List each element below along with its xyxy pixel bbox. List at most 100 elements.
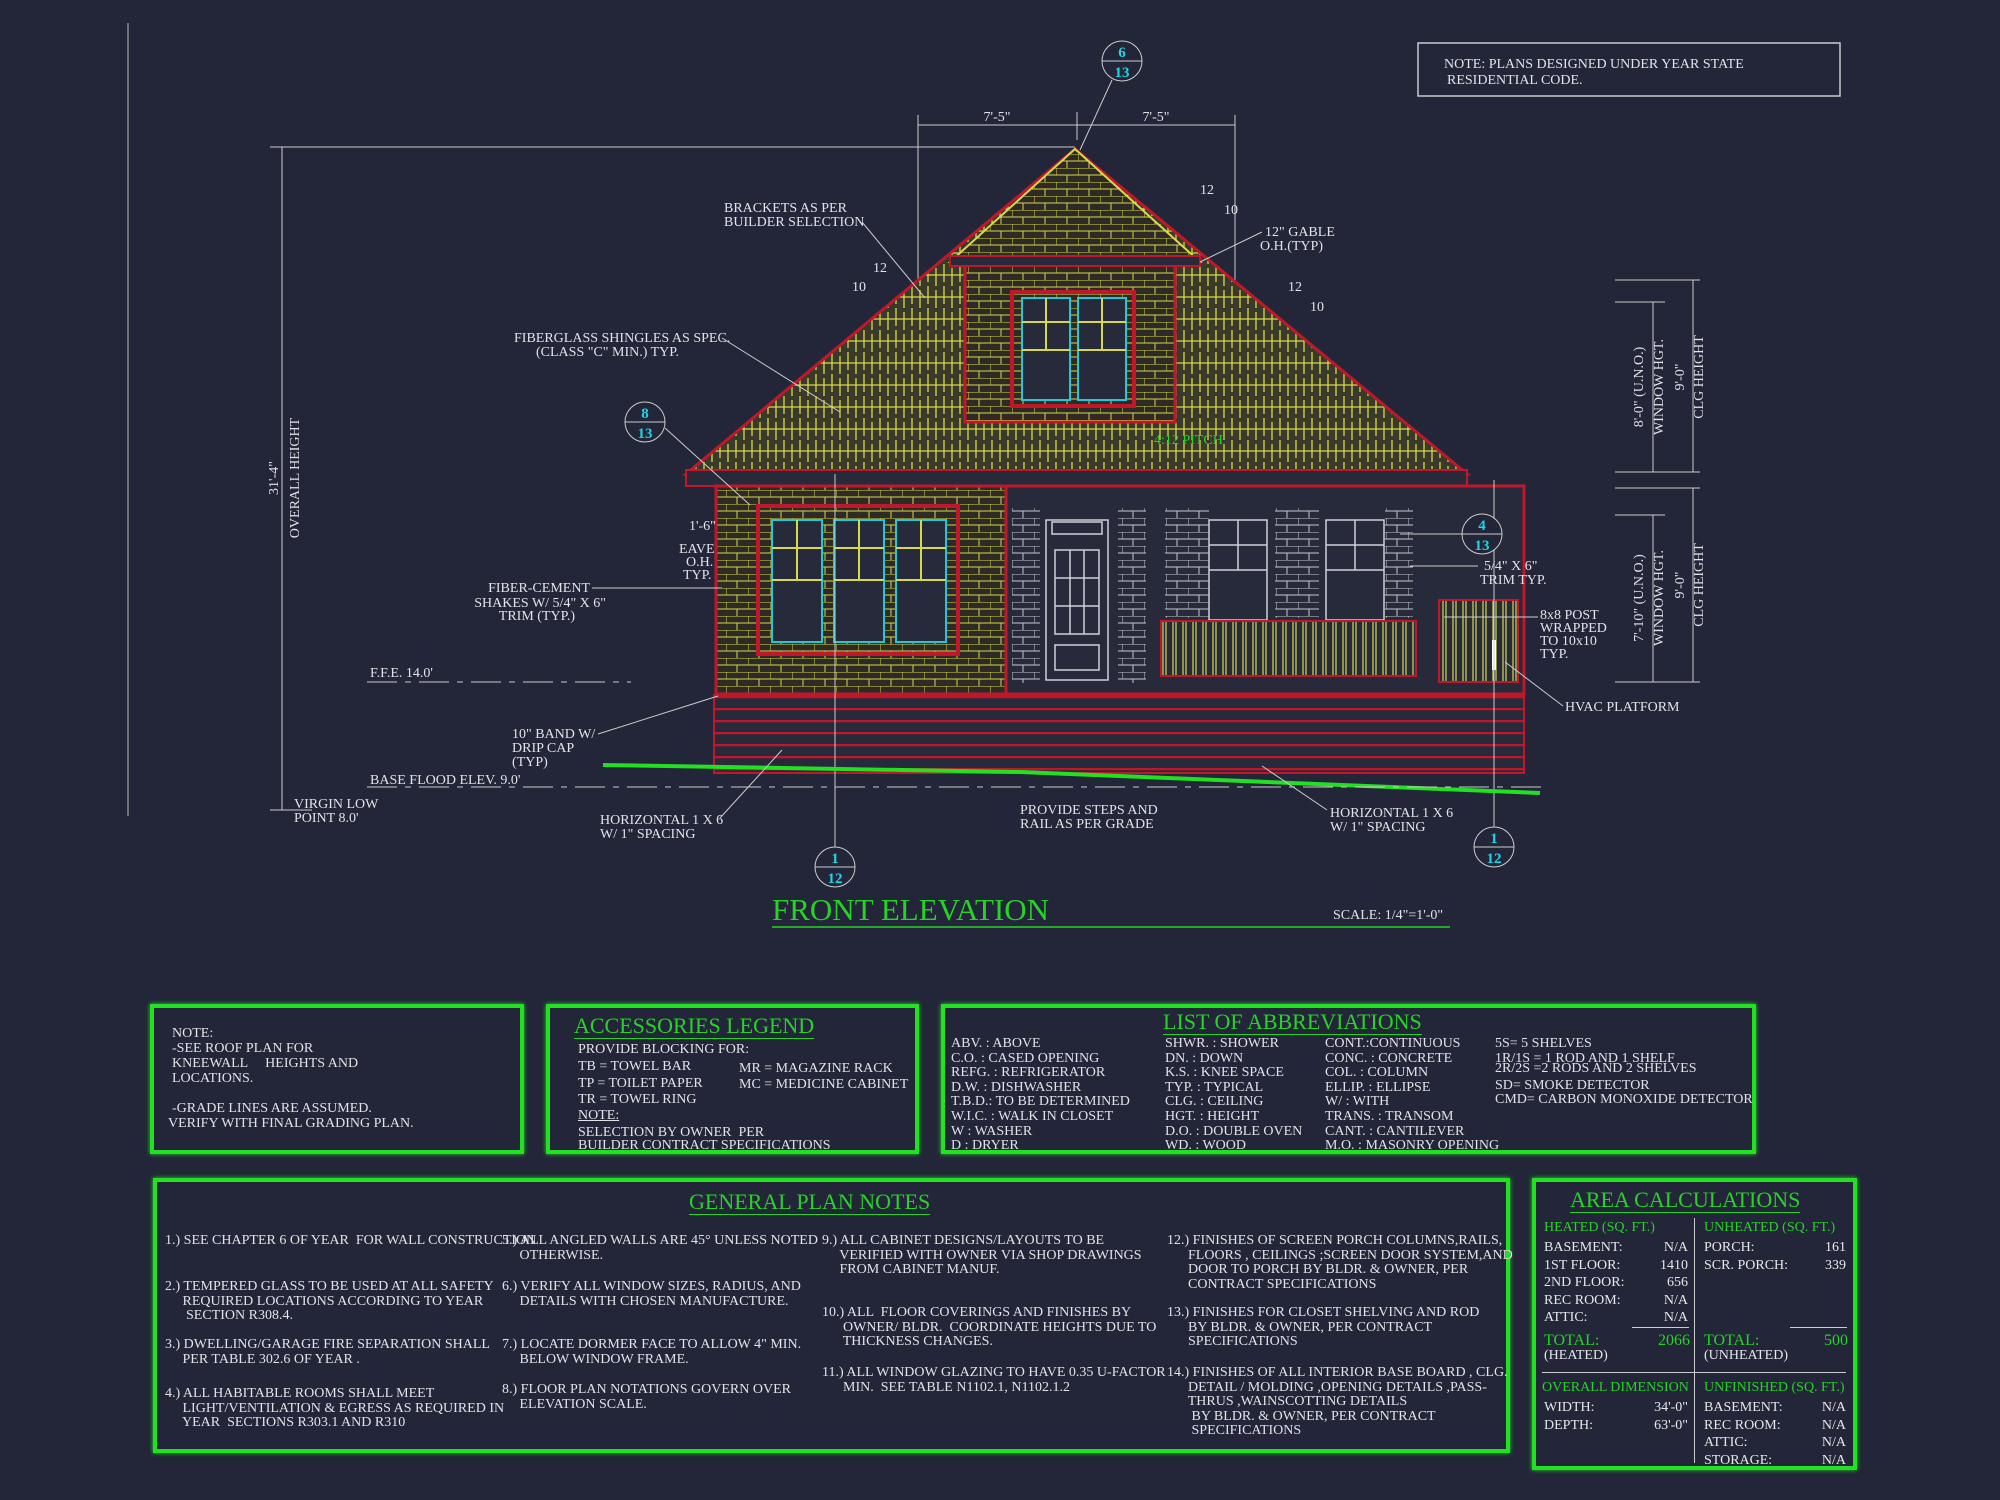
unfinished-value: N/A [1821,1435,1846,1450]
general-note-line: 9.) ALL CABINET DESIGNS/LAYOUTS TO BE [822,1233,1105,1248]
svg-text:HORIZONTAL 1 X 6: HORIZONTAL 1 X 6 [1330,806,1453,821]
svg-text:TRIM (TYP.): TRIM (TYP.) [499,609,576,624]
general-note-line: MIN. SEE TABLE N1102.1, N1102.1.2 [822,1379,1071,1395]
unheated-value: 161 [1825,1240,1846,1255]
svg-text:1: 1 [831,851,839,867]
section-bubble-4-13[interactable]: 4 13 [1400,513,1503,555]
general-note-item: 5.) ALL ANGLED WALLS ARE 45° UNLESS NOTE… [502,1233,818,1263]
unheated-total-label: TOTAL: [1704,1332,1760,1349]
general-notes-title: GENERAL PLAN NOTES [689,1189,931,1215]
dimension-title: OVERALL DIMENSION [1542,1380,1689,1395]
general-note-item: 12.) FINISHES OF SCREEN PORCH COLUMNS,RA… [1167,1233,1513,1292]
porch-column [1118,508,1146,683]
general-note-item: 8.) FLOOR PLAN NOTATIONS GOVERN OVER ELE… [502,1382,791,1412]
front-door [1045,519,1109,681]
section-bubble-1-12-left[interactable]: 1 12 [814,846,856,888]
abbreviation-item: CLG. : CEILING [1165,1094,1264,1110]
unfinished-label: BASEMENT: [1704,1400,1783,1415]
hvac-platform [1438,599,1519,683]
porch-railing [1160,620,1417,677]
heated-value: N/A [1663,1310,1688,1325]
general-note-item: 7.) LOCATE DORMER FACE TO ALLOW 4" MIN. … [502,1337,801,1367]
svg-text:PROVIDE STEPS AND: PROVIDE STEPS AND [1020,803,1158,818]
svg-text:NOTE: PLANS DESIGNED UNDER YEA: NOTE: PLANS DESIGNED UNDER YEAR STATE [1444,57,1744,72]
general-note-item: 4.) ALL HABITABLE ROOMS SHALL MEET LIGHT… [165,1386,504,1431]
abbreviation-item: REFG. : REFRIGERATOR [951,1065,1106,1081]
dimension-label: WIDTH: [1544,1400,1595,1415]
eave-fascia [685,469,1468,487]
general-note-line: 13.) FINISHES FOR CLOSET SHELVING AND RO… [1167,1305,1480,1320]
section-bubble-6-13[interactable]: 6 13 [1079,40,1143,151]
abbreviation-item: D.O. : DOUBLE OVEN [1165,1123,1303,1139]
section-bubble-8-13[interactable]: 8 13 [624,401,751,506]
abbreviation-item: DN. : DOWN [1165,1050,1244,1066]
heated-value: N/A [1663,1240,1688,1255]
accessories-intro: PROVIDE BLOCKING FOR: [578,1042,750,1057]
drawing-title: FRONT ELEVATION [772,892,1049,927]
general-note-item: 3.) DWELLING/GARAGE FIRE SEPARATION SHAL… [165,1337,490,1367]
general-note-line: OTHERWISE. [502,1247,604,1263]
svg-text:CLG HEIGHT: CLG HEIGHT [1692,543,1707,627]
front-windows [756,504,960,656]
svg-text:7'-5": 7'-5" [984,110,1011,125]
svg-text:RAIL AS PER GRADE: RAIL AS PER GRADE [1020,817,1154,832]
svg-text:WINDOW HGT.: WINDOW HGT. [1652,339,1667,435]
general-notes-panel: GENERAL PLAN NOTES 1.) SEE CHAPTER 6 OF … [153,1178,1513,1453]
heated-label: ATTIC: [1544,1310,1588,1325]
svg-text:RESIDENTIAL CODE.: RESIDENTIAL CODE. [1447,73,1583,88]
general-note-line: THRUS ,WAINSCOTTING DETAILS [1167,1394,1408,1409]
accessory-item: TB = TOWEL BAR [578,1059,692,1074]
top-note-box: NOTE: PLANS DESIGNED UNDER YEAR STATE RE… [1417,42,1841,97]
note-line: NOTE: [172,1026,214,1041]
svg-text:10: 10 [1310,300,1324,315]
abbreviation-item: 5S= 5 SHELVES [1495,1036,1592,1051]
right-height-labels: 8'-0" (U.N.O.) WINDOW HGT. 9'-0" CLG HEI… [1632,335,1707,646]
abbreviation-item: 1R/1S = 1 ROD AND 1 SHELF [1495,1050,1675,1066]
abbreviation-item: ABV. : ABOVE [951,1036,1041,1051]
general-note-item: 11.) ALL WINDOW GLAZING TO HAVE 0.35 U-F… [822,1365,1166,1395]
svg-text:8x8 POST: 8x8 POST [1540,608,1599,623]
heated-label: 2ND FLOOR: [1544,1275,1625,1290]
svg-text:W/ 1" SPACING: W/ 1" SPACING [600,827,695,842]
svg-text:HVAC PLATFORM: HVAC PLATFORM [1565,700,1680,715]
note-line: -SEE ROOF PLAN FOR [172,1041,314,1056]
general-note-line: 1.) SEE CHAPTER 6 OF YEAR FOR WALL CONST… [165,1233,537,1248]
heated-title: HEATED (SQ. FT.) [1544,1220,1655,1235]
dormer-window [1010,290,1136,408]
svg-text:12" GABLE: 12" GABLE [1265,225,1335,240]
abbreviation-item: SHWR. : SHOWER [1165,1036,1279,1051]
general-note-line: 8.) FLOOR PLAN NOTATIONS GOVERN OVER [502,1382,791,1397]
svg-text:TRIM TYP.: TRIM TYP. [1480,573,1547,588]
abbreviation-item: K.S. : KNEE SPACE [1165,1065,1284,1081]
note-line: VERIFY WITH FINAL GRADING PLAN. [168,1116,414,1131]
accessories-title: ACCESSORIES LEGEND [574,1013,815,1039]
abbreviation-item: CONT.:CONTINUOUS [1325,1036,1461,1051]
abbreviation-item: SD= SMOKE DETECTOR [1495,1077,1650,1093]
svg-text:12: 12 [1200,183,1214,198]
abbreviation-item: CANT. : CANTILEVER [1325,1123,1465,1139]
unheated-value: 339 [1825,1257,1846,1273]
general-note-line: 12.) FINISHES OF SCREEN PORCH COLUMNS,RA… [1167,1233,1503,1248]
abbreviation-item: W : WASHER [951,1123,1033,1139]
svg-text:9'-0": 9'-0" [1673,364,1688,391]
svg-text:7'-10" (U.N.O.): 7'-10" (U.N.O.) [1632,554,1647,642]
heated-label: BASEMENT: [1544,1240,1623,1255]
svg-text:10" BAND W/: 10" BAND W/ [512,727,595,742]
unfinished-label: REC ROOM: [1704,1417,1781,1433]
heated-value: 656 [1667,1275,1688,1290]
section-bubble-1-12-right[interactable]: 1 12 [1473,826,1515,868]
unheated-title: UNHEATED (SQ. FT.) [1704,1220,1836,1235]
svg-text:TYP.: TYP. [1540,647,1568,662]
general-note-line: 10.) ALL FLOOR COVERINGS AND FINISHES BY [822,1305,1132,1320]
svg-text:(TYP): (TYP) [512,755,548,770]
svg-text:EAVE: EAVE [679,542,715,557]
accessory-item: MC = MEDICINE CABINET [739,1077,909,1092]
dimension-value: 63'-0" [1654,1417,1688,1433]
area-calculations-panel: AREA CALCULATIONS HEATED (SQ. FT.) UNHEA… [1532,1178,1857,1470]
general-note-item: 14.) FINISHES OF ALL INTERIOR BASE BOARD… [1167,1365,1508,1439]
area-title: AREA CALCULATIONS [1570,1187,1801,1213]
general-note-line: 2.) TEMPERED GLASS TO BE USED AT ALL SAF… [165,1279,494,1294]
svg-text:O.H.: O.H. [686,555,713,570]
svg-text:8: 8 [641,406,649,422]
svg-text:BASE FLOOD ELEV. 9.0': BASE FLOOD ELEV. 9.0' [370,773,520,788]
